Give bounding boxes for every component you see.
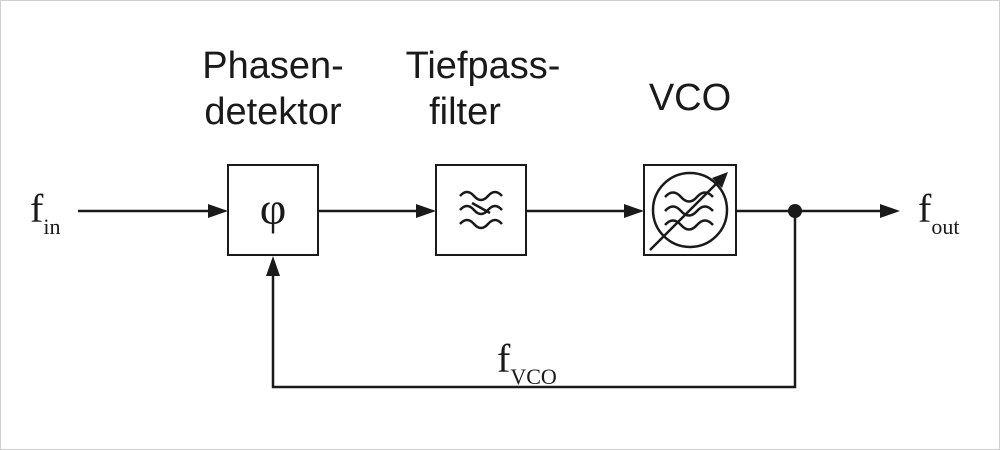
vco-tuning-arrowhead	[712, 172, 728, 188]
phase-detector-label-line2: detektor	[204, 91, 342, 133]
input-signal-label: fin	[30, 186, 60, 239]
feedback-signal-subscript: VCO	[510, 364, 556, 389]
input-signal-base: f	[30, 186, 44, 231]
phase-detector-symbol: φ	[260, 183, 287, 234]
vco-tunable-filter-icon	[649, 171, 729, 251]
output-signal-base: f	[918, 186, 932, 231]
feedback-arrowhead	[266, 256, 280, 276]
output-arrowhead	[880, 204, 900, 218]
pd-to-filter-arrowhead	[416, 204, 436, 218]
lowpass-filter-block	[435, 164, 527, 256]
phase-detector-label-line1: Phasen-	[202, 45, 344, 87]
lowpass-filter-label-line2: filter	[429, 91, 501, 133]
output-signal-label: fout	[918, 186, 959, 239]
lowpass-filter-icon	[459, 190, 503, 230]
feedback-path	[271, 211, 797, 389]
lowpass-filter-label-line1: Tiefpass-	[406, 45, 561, 87]
input-arrowhead	[208, 204, 228, 218]
output-signal-subscript: out	[931, 214, 959, 239]
vco-label: VCO	[649, 77, 731, 119]
input-signal-subscript: in	[43, 214, 60, 239]
feedback-signal-label: fVCO	[497, 336, 557, 389]
feedback-signal-base: f	[497, 336, 511, 381]
filter-to-vco-arrowhead	[624, 204, 644, 218]
phase-detector-block	[227, 164, 319, 256]
